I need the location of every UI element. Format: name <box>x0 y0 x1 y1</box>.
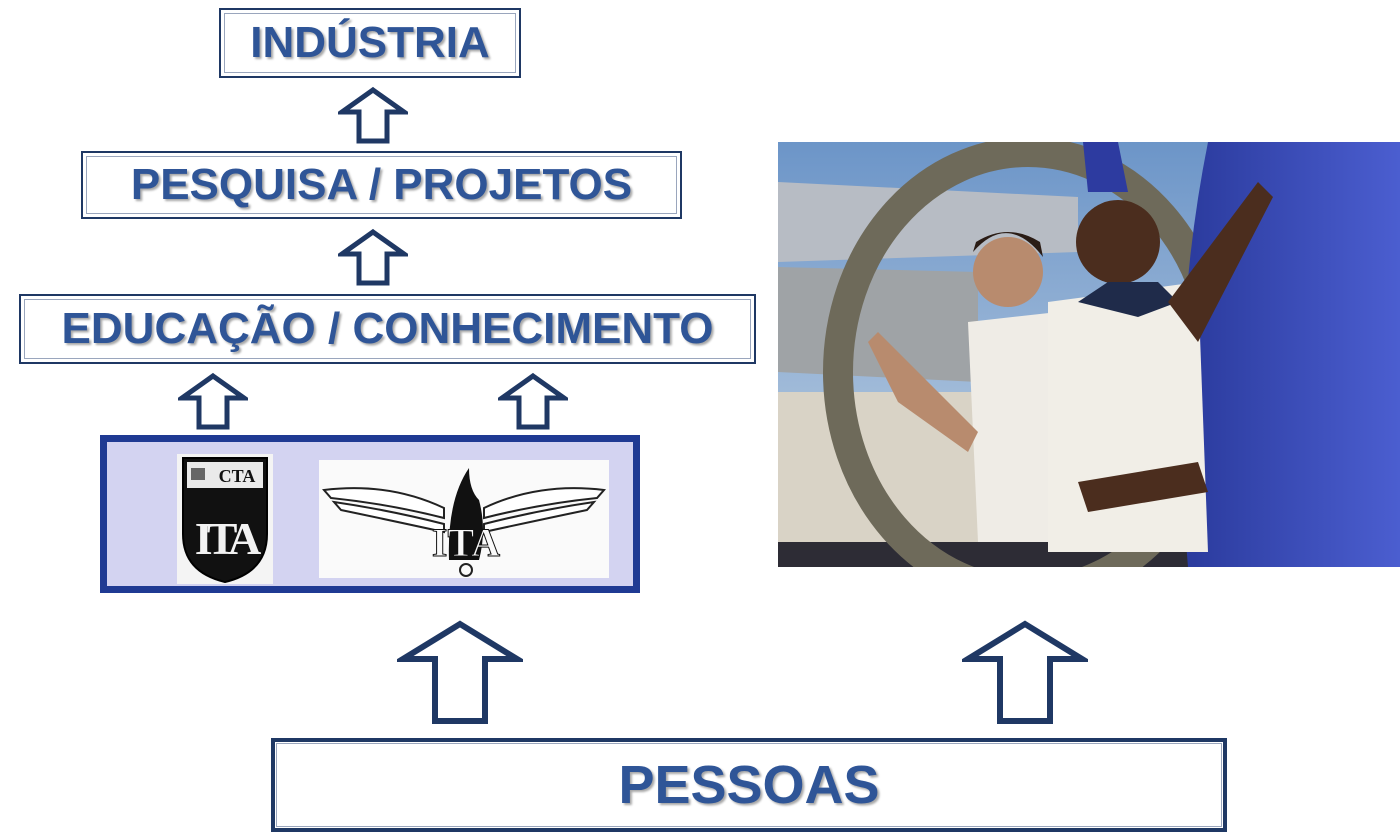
ita-wings-logo: ITA <box>319 460 609 578</box>
box-pesquisa-projetos: PESQUISA / PROJETOS <box>81 151 682 219</box>
label-pessoas: PESSOAS <box>618 755 880 815</box>
box-industria: INDÚSTRIA <box>219 8 521 78</box>
badge-letters: ITA <box>195 513 261 564</box>
label-industria: INDÚSTRIA <box>250 18 490 67</box>
box-educacao-conhecimento: EDUCAÇÃO / CONHECIMENTO <box>19 294 756 364</box>
up-arrow-icon <box>397 620 523 724</box>
cta-label: CTA <box>219 466 256 486</box>
shield-icon: CTA ITA <box>182 457 268 584</box>
wings-letters: ITA <box>432 520 500 565</box>
technicians-aircraft-photo <box>778 142 1400 567</box>
label-educacao-conhecimento: EDUCAÇÃO / CONHECIMENTO <box>61 304 714 353</box>
institution-logos-panel: CTA ITA ITA <box>100 435 640 593</box>
up-arrow-icon <box>498 372 568 430</box>
cta-ita-badge-logo: CTA ITA <box>177 454 273 584</box>
wings-icon: ITA <box>322 468 606 577</box>
up-arrow-icon <box>962 620 1088 724</box>
box-pessoas: PESSOAS <box>271 738 1227 832</box>
up-arrow-icon <box>338 86 408 144</box>
up-arrow-icon <box>338 228 408 286</box>
label-pesquisa-projetos: PESQUISA / PROJETOS <box>130 160 633 209</box>
up-arrow-icon <box>178 372 248 430</box>
